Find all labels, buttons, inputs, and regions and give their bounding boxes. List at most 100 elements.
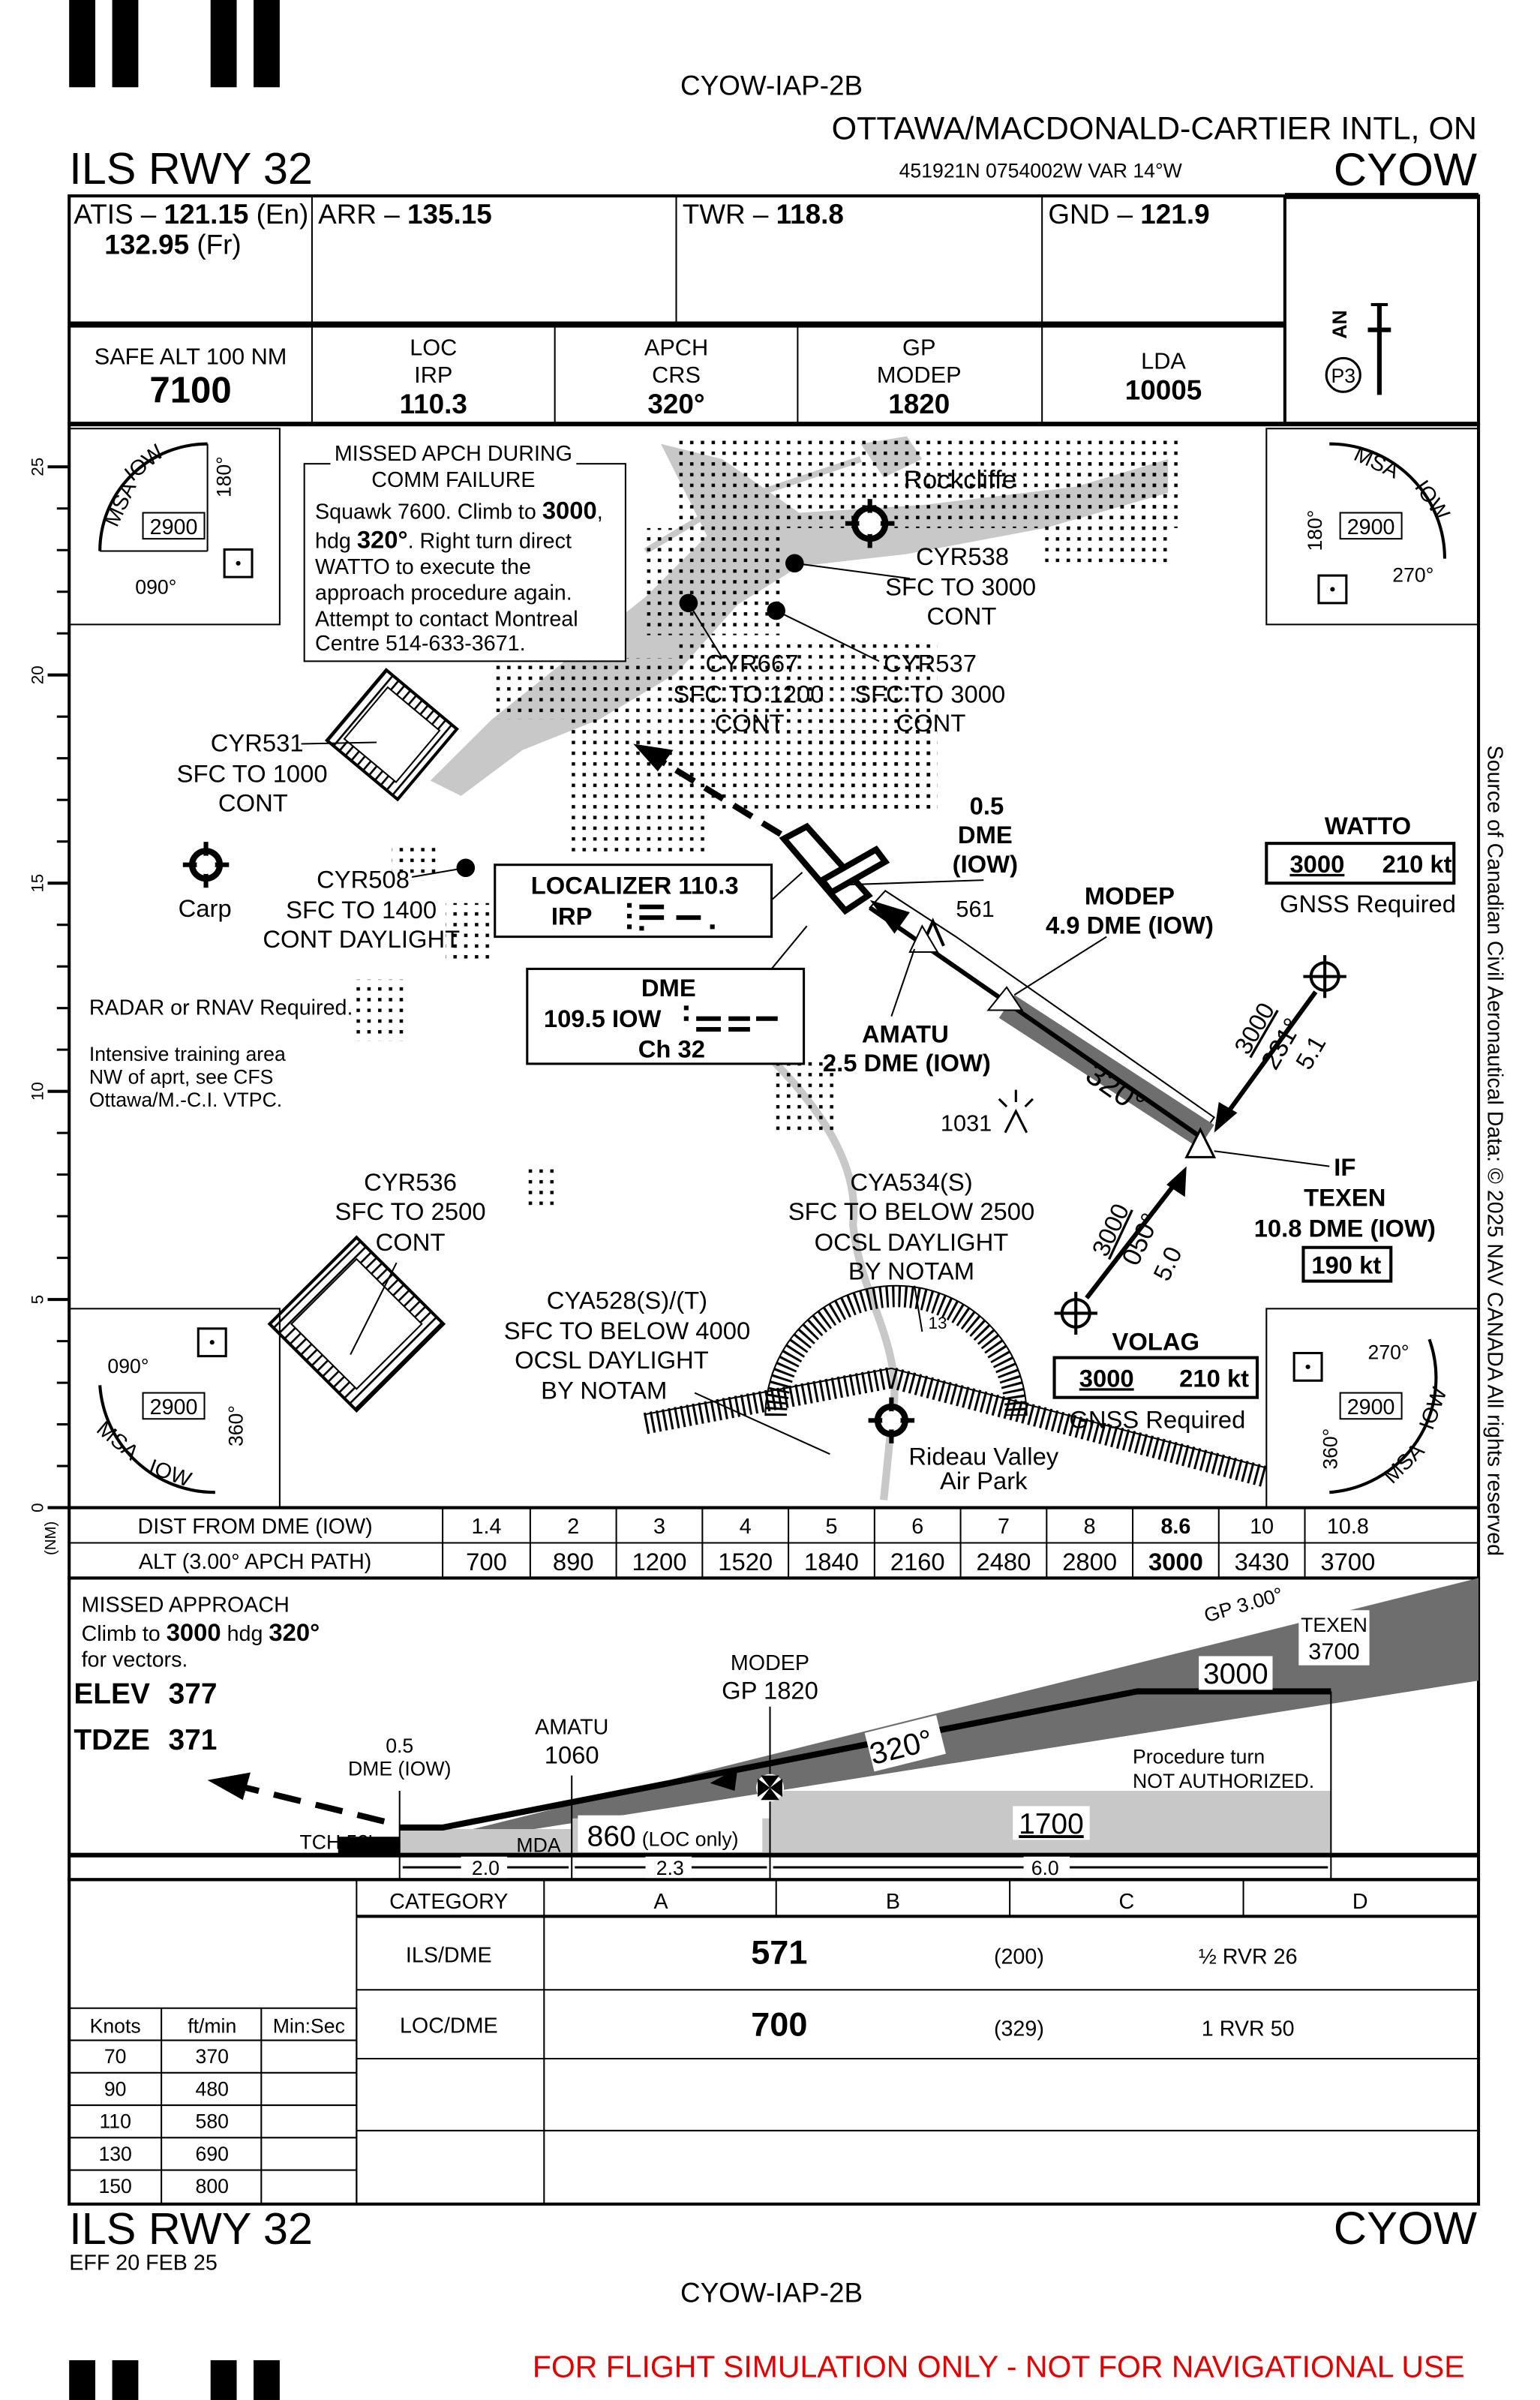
leader-line [770, 872, 803, 901]
text: , [597, 500, 603, 524]
cyr508-limits: SFC TO 1400 [286, 896, 437, 924]
dist-cell: 5 [825, 1515, 837, 1539]
chart-id: CYOW-IAP-2B [680, 71, 863, 101]
dist-cell: 4 [740, 1515, 752, 1539]
cya528-label: CYA528(S)/(T) [547, 1286, 707, 1314]
training-note: Intensive training area [89, 1043, 286, 1065]
speed-table-cell: 580 [196, 2110, 229, 2133]
procedure-turn-note: NOT AUTHORIZED. [1133, 1770, 1314, 1792]
msa-altitude: 2900 [150, 515, 198, 539]
texen-profile-alt: 3700 [1308, 1639, 1359, 1665]
missed-approach-path [651, 753, 782, 837]
comm-failure-line: Squawk 7600. Climb to 3000, [315, 497, 603, 524]
category-a: A [653, 1890, 668, 1914]
comm-failure-line: Attempt to contact Montreal [315, 607, 578, 631]
lda-value: 10005 [1125, 375, 1202, 406]
gnd-freq: 121.9 [1140, 199, 1209, 230]
alt-cell: 2160 [890, 1548, 945, 1575]
gnd-label: GND – [1048, 199, 1140, 230]
runway-icon [779, 822, 890, 915]
loc-label: LOC [410, 335, 457, 360]
final-course-arrow [869, 900, 910, 934]
registration-marks [69, 0, 280, 2400]
dme-title: DME [641, 974, 696, 1002]
rideau-runway-label: 13 [929, 1314, 947, 1332]
cyr536-area [267, 1235, 446, 1413]
alt-cell: 1840 [804, 1548, 859, 1575]
rideau-valley-label: Rideau Valley [908, 1443, 1058, 1470]
gp-label: GP [902, 335, 935, 360]
loc-hat: (329) [994, 2017, 1044, 2041]
speed-table-header: ft/min [188, 2014, 236, 2037]
atis-en: (En) [248, 199, 308, 230]
dme05-label: (IOW) [953, 850, 1018, 878]
loc-mda: 700 [751, 2005, 807, 2044]
alt-cell: 890 [553, 1548, 594, 1575]
ils-visibility: ½ RVR 26 [1199, 1945, 1298, 1969]
carp-label: Carp [179, 894, 232, 922]
watto-waypoint-icon [1303, 955, 1346, 999]
gp-fix: MODEP [877, 362, 962, 388]
label-background [903, 1438, 1065, 1494]
comm-failure-line: WATTO to execute the [315, 555, 531, 579]
source-attribution: Source of Canadian Civil Aeronautical Da… [1482, 746, 1506, 1557]
amatu-profile-alt: 1060 [545, 1741, 599, 1768]
cya534-area-boundary [764, 1284, 1028, 1416]
msa-label: MSA [92, 1416, 144, 1465]
watto-speed: 210 kt [1382, 850, 1452, 878]
mda-label: MDA [516, 1834, 560, 1857]
volag-altitude: 3000 [1079, 1364, 1134, 1392]
profile-distance-table: DIST FROM DME (IOW) ALT (3.00° APCH PATH… [68, 1506, 1481, 1580]
alt-cell: 3700 [1320, 1548, 1375, 1575]
twr-frequency: TWR – 118.8 [683, 199, 844, 230]
missed-approach-instruction: Climb to 3000 hdg 320° [82, 1618, 320, 1646]
text: hdg [315, 529, 357, 553]
missed-approach-title: MISSED APPROACH [82, 1593, 290, 1617]
procedure-turn-note: Procedure turn [1133, 1745, 1265, 1768]
amatu-profile: AMATU [535, 1716, 608, 1740]
tdze-label: TDZE [74, 1724, 150, 1756]
cya534-notam: BY NOTAM [848, 1257, 974, 1285]
twr-freq: 118.8 [776, 199, 844, 230]
obstacle-elevation: 1031 [941, 1111, 992, 1137]
speed-table-cell: 110 [99, 2110, 131, 2133]
speed-table-header: Knots [90, 2014, 141, 2037]
distance-scale [47, 465, 70, 1509]
missed-approach-arrow [633, 743, 674, 772]
intermediate-altitude: 3000 [1203, 1658, 1268, 1690]
label-background [578, 1815, 763, 1852]
obstacle-elevation: 561 [956, 897, 994, 922]
loc-visibility: 1 RVR 50 [1202, 2017, 1295, 2041]
leader-line [848, 879, 984, 886]
text: 3000 [167, 1618, 221, 1646]
comm-failure-note: MISSED APCH DURING COMM FAILURE Squawk 7… [303, 439, 626, 662]
alt-cell: 1520 [718, 1548, 773, 1575]
tch-label: TCH 52' [300, 1831, 373, 1854]
arr-frequency: ARR – 135.15 [318, 199, 492, 230]
msa-altitude: 2900 [150, 1395, 198, 1419]
cya534-limits: SFC TO BELOW 2500 [788, 1197, 1034, 1225]
scale-20: 20 [28, 665, 47, 684]
speed-table-header: Min:Sec [273, 2014, 345, 2037]
cyr531-label: CYR531 [211, 729, 304, 757]
watto-leg-arrow [1214, 1101, 1238, 1133]
lighting-code: P3 [1331, 365, 1355, 387]
lighted-obstacle-icon [998, 1089, 1034, 1134]
cya534-label: CYA534(S) [850, 1168, 972, 1196]
training-note: NW of aprt, see CFS [89, 1065, 274, 1088]
msa-altitude: 2900 [1347, 515, 1395, 539]
amatu-fix-icon [908, 924, 939, 954]
msa-top-left: MSA IOW 2900 180° 090° [68, 428, 281, 626]
text: 3000 [542, 497, 597, 524]
dist-cell: 6 [911, 1515, 923, 1539]
msa-bearing: 180° [212, 456, 235, 497]
twr-label: TWR – [683, 199, 776, 230]
scale-25: 25 [28, 458, 47, 476]
text: 320° [357, 525, 408, 553]
cya528-notam: BY NOTAM [541, 1377, 667, 1404]
localizer-morse-code [626, 903, 715, 931]
localizer-title: LOCALIZER 110.3 [531, 872, 739, 900]
elev-value: 377 [169, 1678, 218, 1711]
if-label: IF [1334, 1153, 1355, 1181]
rockcliffe-airport-icon [845, 499, 895, 548]
